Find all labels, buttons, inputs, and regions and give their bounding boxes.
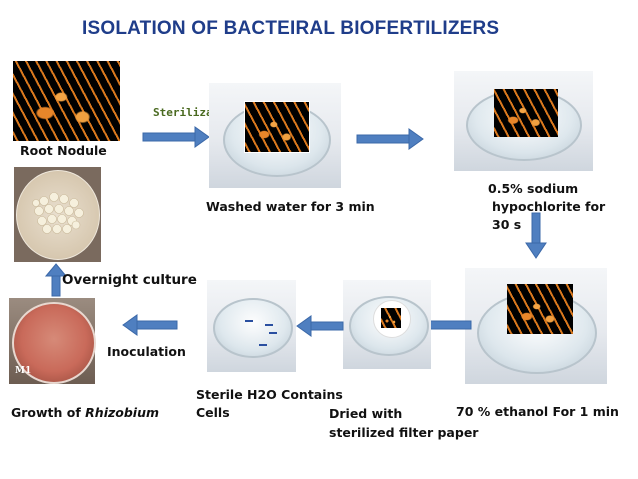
sterile-label-line1: Sterile H2O Contains <box>196 387 343 402</box>
dried-dish-photo <box>343 280 431 369</box>
sterilization-label: Sterilizat <box>153 106 220 119</box>
cell-mark <box>265 324 273 326</box>
washed-dish-photo <box>209 83 341 188</box>
cell-mark <box>259 344 267 346</box>
root-sample <box>494 89 558 137</box>
root-sample <box>381 308 401 328</box>
arrow-left-3 <box>122 314 178 336</box>
hypochlorite-label-line3: 30 s <box>492 217 522 232</box>
culture-plate-photo <box>14 167 101 262</box>
agar-plate <box>12 302 96 384</box>
dried-label-line2: sterilized filter paper <box>329 425 479 440</box>
hypochlorite-label-line2: hypochlorite for <box>492 199 606 214</box>
culture-plate <box>16 170 100 260</box>
hypochlorite-dish-photo <box>454 71 593 171</box>
arrow-right-1 <box>142 126 210 148</box>
root-sample <box>507 284 573 334</box>
ethanol-label: 70 % ethanol For 1 min <box>456 404 619 419</box>
arrow-up <box>44 263 68 297</box>
ethanol-dish-photo <box>465 268 607 384</box>
plate-mark: M1 <box>15 366 32 376</box>
sterile-label-line2: Cells <box>196 405 230 420</box>
sterile-water-dish-photo <box>207 280 296 372</box>
overnight-label: Overnight culture <box>62 272 197 288</box>
arrow-right-2 <box>356 128 424 150</box>
petri-dish <box>213 298 293 358</box>
growth-label-organism: Rhizobium <box>85 405 159 420</box>
page-title: ISOLATION OF BACTEIRAL BIOFERTILIZERS <box>82 18 500 39</box>
root-sample <box>244 101 310 153</box>
root-nodule-image <box>13 61 120 141</box>
inoculation-label: Inoculation <box>107 344 186 359</box>
petri-dish <box>466 89 582 161</box>
washed-label: Washed water for 3 min <box>206 199 375 214</box>
root-nodule-label: Root Nodule <box>14 142 113 160</box>
dried-label-line1: Dried with <box>329 406 403 421</box>
cell-mark <box>269 332 277 334</box>
arrow-down <box>525 212 547 259</box>
growth-label-prefix: Growth of <box>11 405 86 420</box>
cell-mark <box>245 320 253 322</box>
hypochlorite-label-line1: 0.5% sodium <box>488 181 579 196</box>
growth-label: Growth of Rhizobium <box>11 405 159 420</box>
colonies <box>32 192 84 234</box>
growth-plate-photo: M1 <box>9 298 96 384</box>
arrow-left-2 <box>296 315 344 337</box>
